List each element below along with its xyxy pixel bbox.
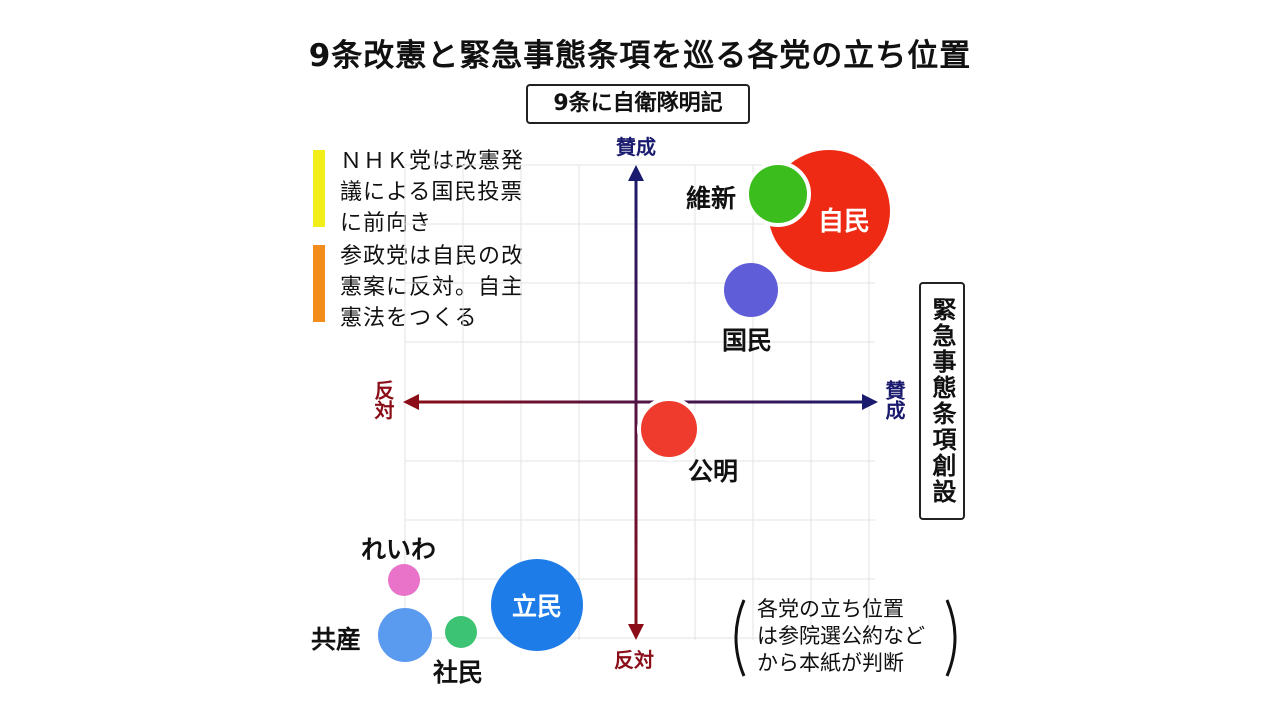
- bubble-ishin: [745, 161, 811, 227]
- party-label-ishin: 維新: [686, 184, 737, 213]
- horizontal-axis-arrow-right: [862, 394, 878, 410]
- right-favor-label: 賛成: [882, 380, 906, 420]
- source-note: 各党の立ち位置 は参院選公約など から本紙が判断: [757, 597, 925, 675]
- left-oppose-label: 反対: [371, 380, 395, 420]
- bubble-label-jimin: 自民: [818, 206, 870, 237]
- page-title: 9条改憲と緊急事態条項を巡る各党の立ち位置: [308, 38, 972, 74]
- note-bar-sanseito: [313, 245, 325, 322]
- bottom-oppose-label: 反対: [614, 648, 654, 672]
- party-label-kokumin: 国民: [722, 326, 773, 355]
- vertical-axis-arrow-down: [628, 624, 644, 640]
- vertical-axis-title: 9条に自衛隊明記: [526, 84, 750, 124]
- note-bar-nhk: [313, 150, 325, 227]
- bubble-label-rikken: 立民: [512, 592, 562, 621]
- bubble-reiwa: [388, 564, 420, 596]
- horizontal-axis-arrow-left: [403, 394, 419, 410]
- grid: [404, 164, 875, 640]
- note-sanseito: 参政党は自民の改 憲案に反対。自主 憲法をつくる: [340, 244, 525, 331]
- bubble-kokumin: [724, 263, 778, 317]
- bubble-kyosan: [378, 608, 432, 662]
- horizontal-axis-title: 緊急事態条項創設: [919, 282, 965, 520]
- party-label-shamin: 社民: [433, 658, 484, 687]
- top-favor-label: 賛成: [616, 135, 656, 159]
- bubble-shamin: [445, 616, 477, 648]
- note-nhk: ＮＨＫ党は改憲発 議による国民投票 に前向き: [340, 149, 525, 236]
- party-label-kyosan: 共産: [311, 625, 362, 654]
- party-label-komei: 公明: [688, 457, 739, 486]
- bubble-komei: [637, 397, 701, 461]
- vertical-axis-arrow-up: [628, 165, 644, 181]
- party-label-reiwa: れいわ: [361, 535, 437, 564]
- bubble-rikken: [491, 559, 583, 651]
